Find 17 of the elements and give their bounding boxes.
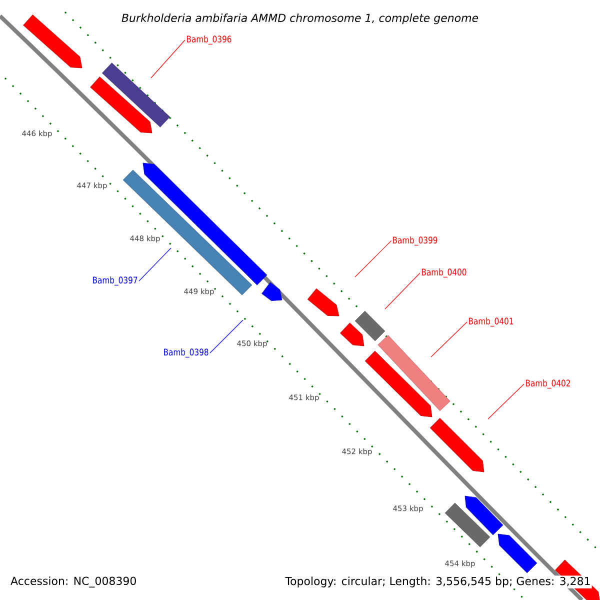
gene-label: Bamb_0397	[93, 276, 138, 286]
leader-line	[384, 272, 420, 310]
leader-line	[354, 240, 392, 278]
leader-line	[210, 320, 244, 354]
gene-label: Bamb_0399	[392, 236, 438, 246]
genome-info-text: Topology: circular; Length: 3,556,545 bp; Genes: 3,281	[285, 576, 590, 588]
gene-label: Bamb_0402	[526, 380, 570, 388]
gene-label: Bamb_0396	[186, 36, 232, 44]
title: Burkholderia ambifaria AMMD chromosome 1, complete genome	[122, 14, 478, 24]
accession-text: Accession: NC_008390	[10, 576, 136, 588]
leader-line	[150, 40, 186, 78]
leader-line	[488, 384, 524, 420]
leader-line	[138, 248, 172, 282]
gene-label: Bamb_0398	[164, 348, 208, 358]
gene-label: Bamb_0401	[468, 318, 514, 326]
gene-label: Bamb_0400	[422, 268, 466, 278]
leader-line	[430, 322, 468, 358]
